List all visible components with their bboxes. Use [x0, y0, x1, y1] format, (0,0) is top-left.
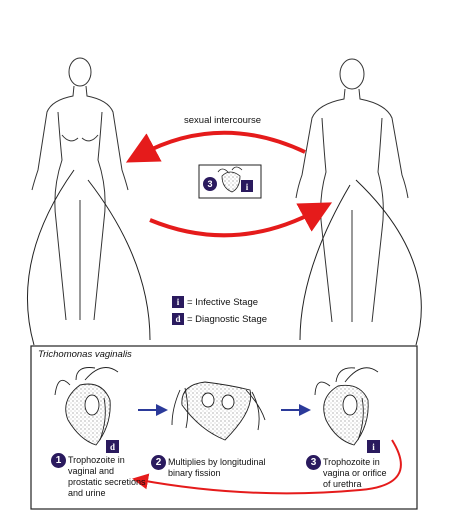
arrow-step3-to-step1 — [132, 439, 402, 495]
svg-text:i: i — [246, 182, 249, 192]
legend-infective: i = Infective Stage — [172, 296, 258, 308]
infective-stage-text: = Infective Stage — [187, 296, 259, 308]
diagnostic-stage-text: = Diagnostic Stage — [187, 313, 268, 325]
transmission-label: sexual intercourse — [184, 115, 262, 126]
trophozoite-1 — [54, 367, 119, 446]
step-3-number: 3 — [306, 455, 321, 470]
trophozoite-3 — [314, 367, 379, 446]
stage-badge-step1: d — [106, 440, 119, 453]
step-3-text: Trophozoite in vagina or orifice of uret… — [323, 457, 387, 489]
arrow-male-to-female — [125, 130, 306, 163]
diagnostic-stage-icon: d — [172, 313, 184, 325]
trophozoite-2 — [171, 381, 266, 441]
infective-stage-icon: i — [172, 296, 184, 308]
step-1-number: 1 — [51, 453, 66, 468]
step-1-text: Trophozoite in vaginal and prostatic sec… — [68, 455, 146, 498]
svg-text:d: d — [110, 442, 115, 452]
center-step-number: 3 — [203, 177, 217, 191]
male-figure — [295, 58, 409, 323]
stage-badge-center: i — [241, 180, 253, 192]
arrow-female-to-male — [149, 202, 333, 238]
female-figure — [31, 57, 129, 321]
svg-text:i: i — [372, 442, 375, 452]
stage-badge-step3: i — [367, 440, 380, 453]
species-name: Trichomonas vaginalis — [38, 349, 132, 360]
step-2-number: 2 — [151, 455, 166, 470]
legend-diagnostic: d = Diagnostic Stage — [172, 313, 267, 325]
connector-curves — [26, 169, 422, 346]
step-2-text: Multiplies by longitudinal binary fissio… — [168, 457, 266, 478]
center-trophozoite — [217, 166, 243, 193]
